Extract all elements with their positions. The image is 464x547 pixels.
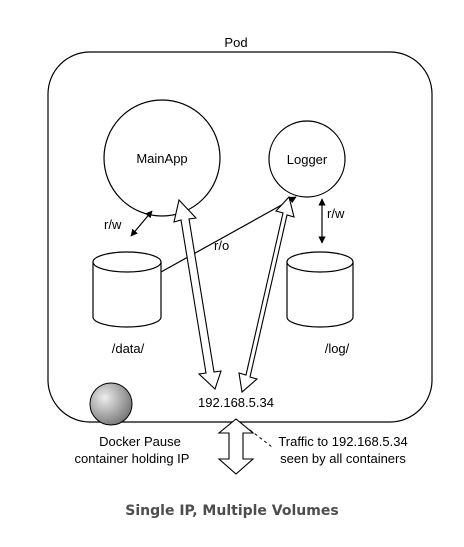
- traffic-annotation-connector: [249, 429, 273, 448]
- logger-container-node: [268, 120, 346, 198]
- pause-container-label-line2: container holding IP: [75, 451, 190, 466]
- mainapp-label: MainApp: [136, 151, 187, 166]
- data-logger-ro-label: r/o: [214, 238, 229, 253]
- pod-boundary: [47, 51, 433, 423]
- log-volume-cylinder: [286, 251, 354, 328]
- traffic-label-line2: seen by all containers: [280, 451, 406, 466]
- mainapp-data-rw-label: r/w: [104, 217, 122, 232]
- data-volume-label: /data/: [112, 341, 145, 356]
- data-logger-ro-arrow: [160, 196, 297, 273]
- logger-log-rw-label: r/w: [327, 206, 345, 221]
- log-volume-label: /log/: [325, 341, 350, 356]
- docker-pause-container-icon: [89, 382, 133, 426]
- pod-label: Pod: [224, 35, 247, 50]
- external-traffic-arrow: [217, 418, 255, 475]
- data-volume-cylinder: [92, 251, 162, 328]
- mainapp-data-rw-arrow: [130, 210, 153, 237]
- mainapp-container-node: [103, 99, 221, 217]
- figure-caption: Single IP, Multiple Volumes: [125, 503, 339, 519]
- logger-label: Logger: [287, 152, 328, 167]
- pod-ip-label: 192.168.5.34: [198, 395, 274, 410]
- mainapp-network-arrow: [173, 198, 222, 390]
- traffic-label-line1: Traffic to 192.168.5.34: [278, 434, 407, 449]
- pause-container-label-line1: Docker Pause: [99, 434, 181, 449]
- logger-network-arrow: [238, 195, 295, 394]
